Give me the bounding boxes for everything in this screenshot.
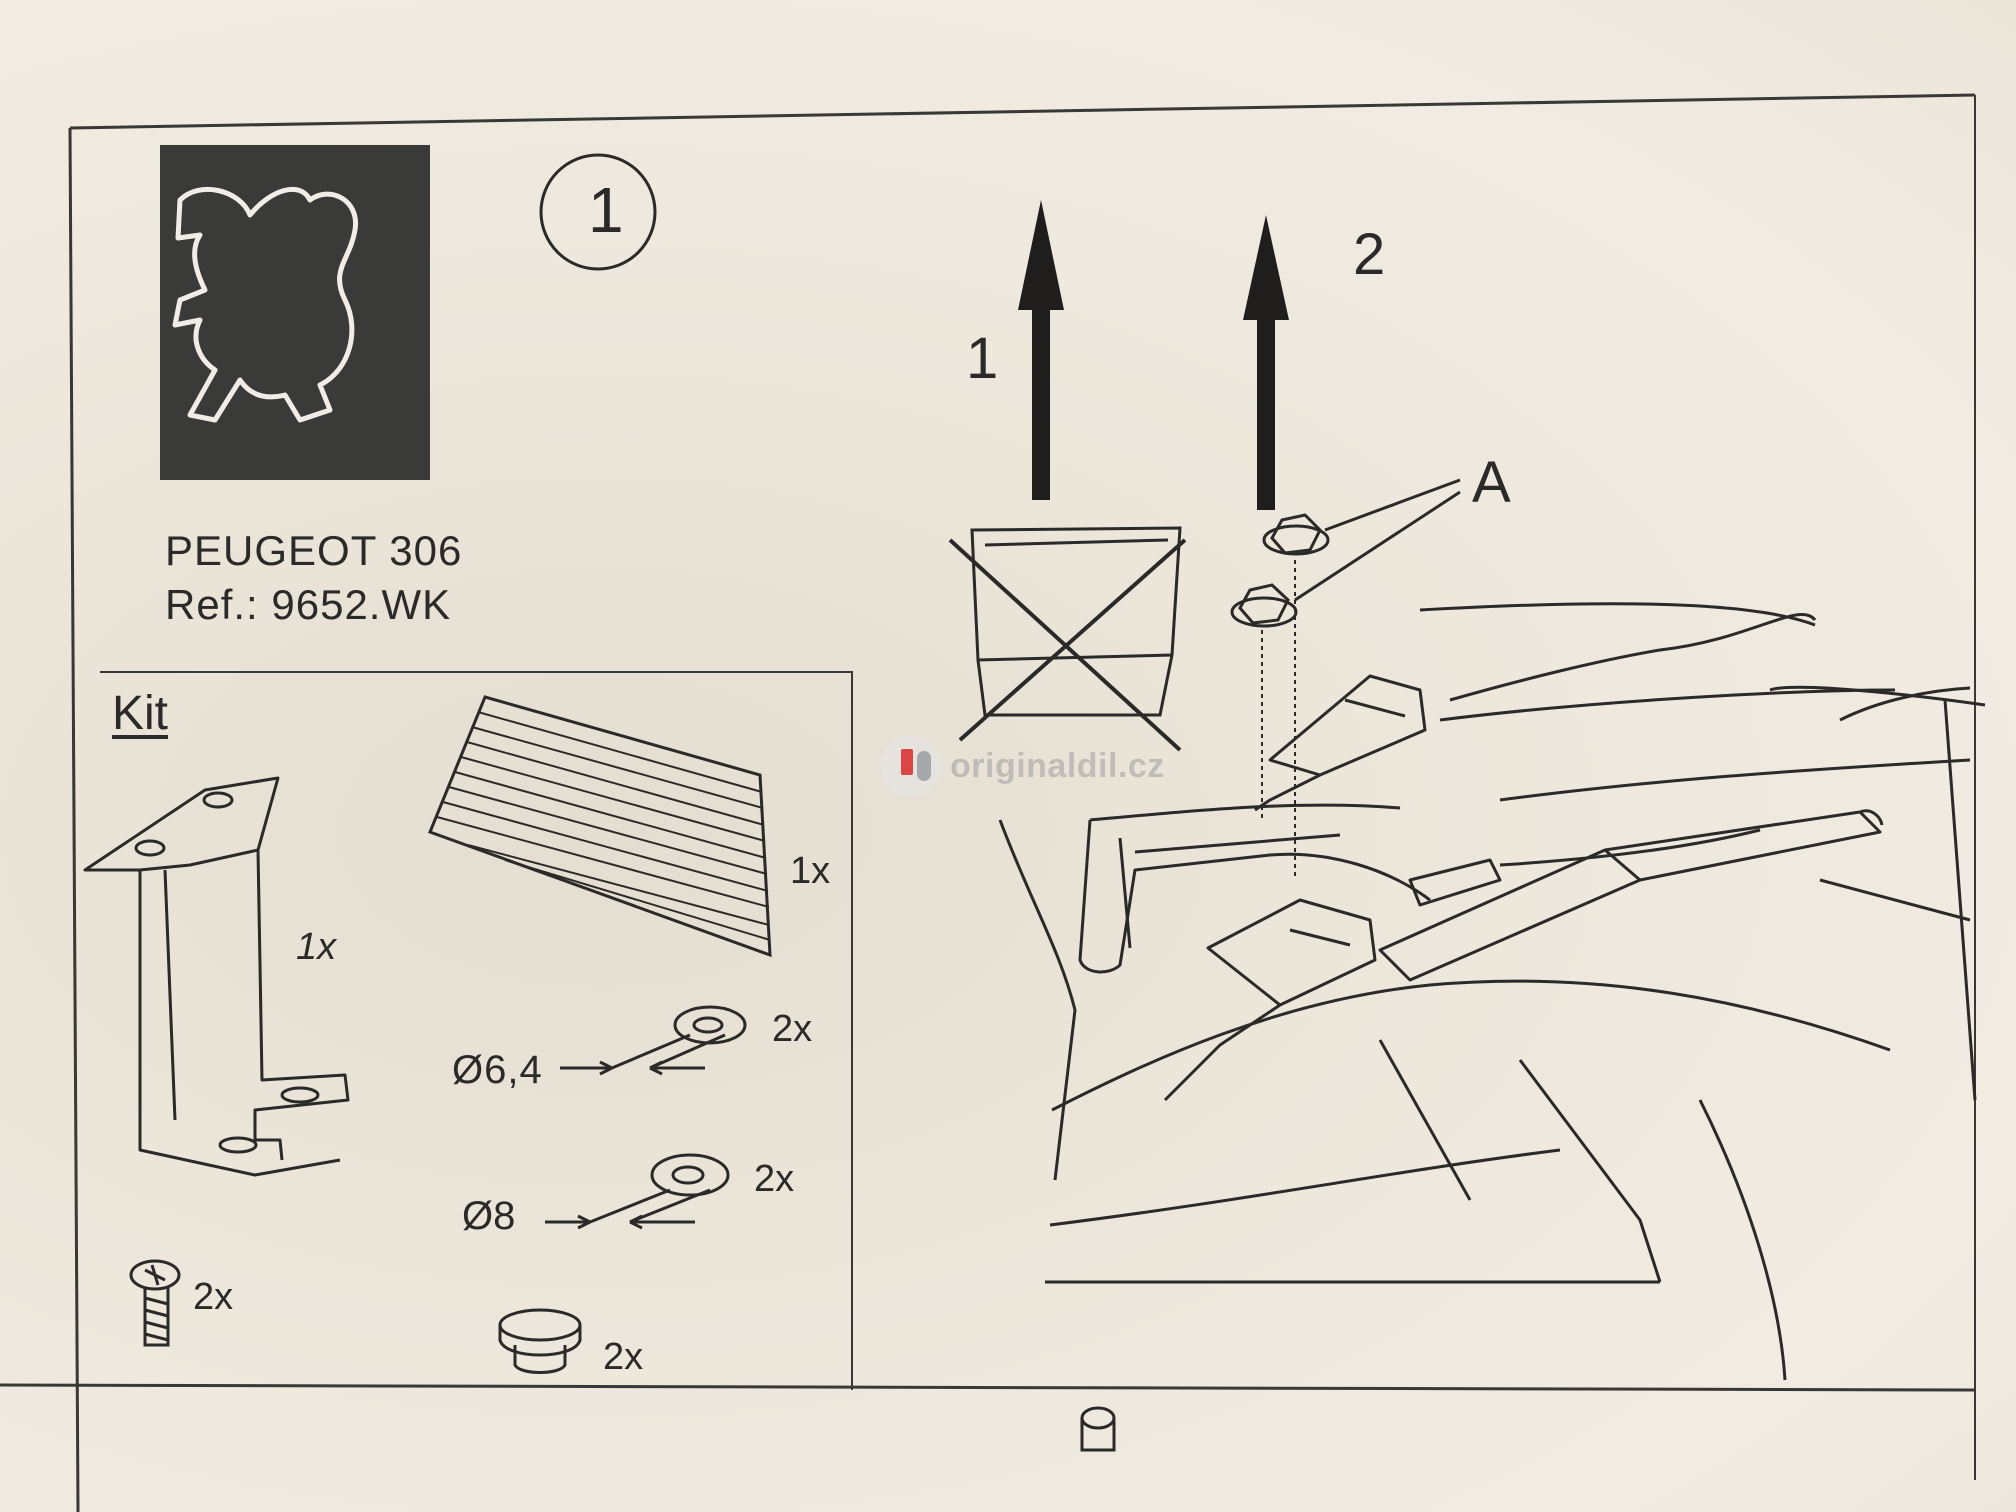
peugeot-lion-logo [160, 145, 430, 480]
removal-arrows [1018, 200, 1289, 510]
small-washer-quantity: 2x [772, 1008, 813, 1050]
kit-bracket [83, 776, 350, 1177]
kit-screw [129, 1259, 181, 1347]
kit-title: Kit [112, 687, 169, 740]
arrow-2-label: 2 [1353, 222, 1386, 287]
watermark: originaldil.cz [880, 735, 1165, 797]
step-number: 1 [588, 174, 624, 246]
step-circle [539, 153, 657, 271]
large-washer-diameter: Ø8 [462, 1194, 516, 1238]
watermark-shock-absorber-icon [880, 735, 942, 797]
kit-washers [545, 1005, 747, 1230]
bracket-quantity: 1x [296, 926, 337, 968]
watermark-text: originaldil.cz [950, 746, 1165, 785]
kit-plug [498, 1308, 582, 1374]
small-washer-diameter: Ø6,4 [452, 1048, 543, 1092]
kit-pad [428, 695, 772, 958]
part-a-label: A [1472, 450, 1511, 515]
car-model-label: PEUGEOT 306 [165, 527, 463, 574]
screw-quantity: 2x [193, 1276, 234, 1318]
arrow-1-label: 1 [966, 326, 999, 391]
sheet-frame [0, 93, 1976, 1512]
car-console-drawing [998, 602, 1986, 1381]
plug-quantity: 2x [603, 1336, 644, 1378]
nuts-a [1230, 478, 1461, 880]
large-washer-quantity: 2x [754, 1158, 795, 1200]
bottom-pin [1080, 1406, 1116, 1452]
reference-number: Ref.: 9652.WK [165, 581, 452, 628]
crossed-out-tray [948, 526, 1187, 752]
pad-quantity: 1x [790, 850, 831, 892]
